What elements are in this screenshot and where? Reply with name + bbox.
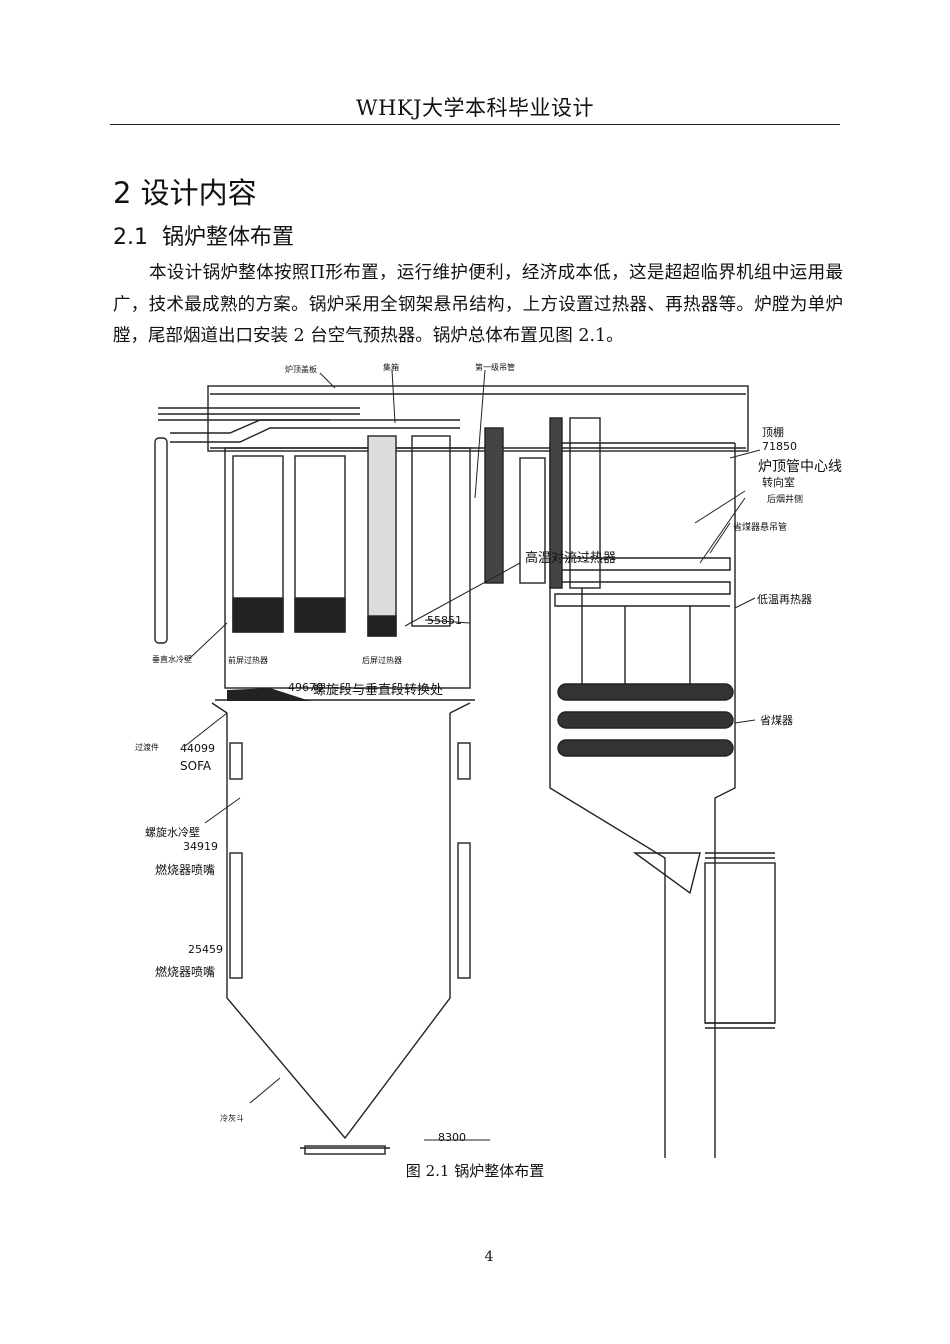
page-number: 4 <box>484 1249 494 1265</box>
label-ht-conv-sh: 高温对流过热器 <box>525 550 616 566</box>
label-turn-chamber: 转向室 <box>762 475 795 489</box>
label-eco-hanger: 省煤器悬吊管 <box>733 521 787 533</box>
label-vert-wall: 垂直水冷壁 <box>152 654 192 664</box>
section-heading: 锅炉整体布置 <box>162 225 295 250</box>
label-elev-25459: 25459 <box>188 943 223 956</box>
page-header: WHKJ大学本科毕业设计 <box>355 96 594 120</box>
section-number: 2.1 <box>113 225 148 250</box>
label-roof-center: 炉顶管中心线 <box>758 459 842 475</box>
body-paragraph: 本设计锅炉整体按照Π形布置，运行维护便利，经济成本低，这是超超临界机组中运用最广… <box>113 263 843 346</box>
label-sofa: SOFA <box>180 759 212 773</box>
label-transition-header: 过渡件 <box>135 742 159 752</box>
chapter-title: 2 设计内容 <box>113 176 257 210</box>
label-burner2: 燃烧器喷嘴 <box>155 964 215 979</box>
label-top-shed: 顶棚 <box>762 425 784 439</box>
label-transition: 螺旋段与垂直段转换处 <box>313 683 443 698</box>
transition-band <box>227 688 310 701</box>
section-title: 2.1 锅炉整体布置 <box>113 219 294 251</box>
label-front-screen: 前屏过热器 <box>228 655 268 665</box>
label-rear-pass: 后烟井侧 <box>767 493 803 505</box>
label-elev-8300: 8300 <box>438 1131 466 1144</box>
label-spiral-wall: 螺旋水冷壁 <box>145 825 200 839</box>
label-lt-reheater: 低温再热器 <box>757 593 812 606</box>
label-header: 集箱 <box>383 362 399 372</box>
label-elev-44099: 44099 <box>180 742 215 755</box>
diagram-labels: 炉顶盖板 集箱 第一级吊管 顶棚 71850 炉顶管中心线 转向室 后烟井侧 省… <box>135 362 842 1144</box>
label-rear-screen: 后屏过热器 <box>362 655 402 665</box>
boiler-diagram: 炉顶盖板 集箱 第一级吊管 顶棚 71850 炉顶管中心线 转向室 后烟井侧 省… <box>130 358 855 1158</box>
boiler-diagram-svg: 炉顶盖板 集箱 第一级吊管 顶棚 71850 炉顶管中心线 转向室 后烟井侧 省… <box>135 362 842 1158</box>
label-elev-55851: 55851 <box>427 614 462 627</box>
diagram-structure <box>154 385 776 1158</box>
label-stage1-pipe: 第一级吊管 <box>475 362 515 372</box>
label-elev-top: 71850 <box>762 440 797 453</box>
label-ash-hopper: 冷灰斗 <box>220 1113 244 1123</box>
label-elev-34919: 34919 <box>183 840 218 853</box>
label-roof-cover: 炉顶盖板 <box>285 364 317 374</box>
header-rule <box>110 124 840 125</box>
label-elev-49670: 49670 <box>288 681 323 694</box>
label-burner1: 燃烧器喷嘴 <box>155 862 215 877</box>
label-economizer: 省煤器 <box>760 714 793 727</box>
leader-lines <box>184 369 761 1141</box>
figure-caption: 图 2.1 锅炉整体布置 <box>405 1162 545 1180</box>
